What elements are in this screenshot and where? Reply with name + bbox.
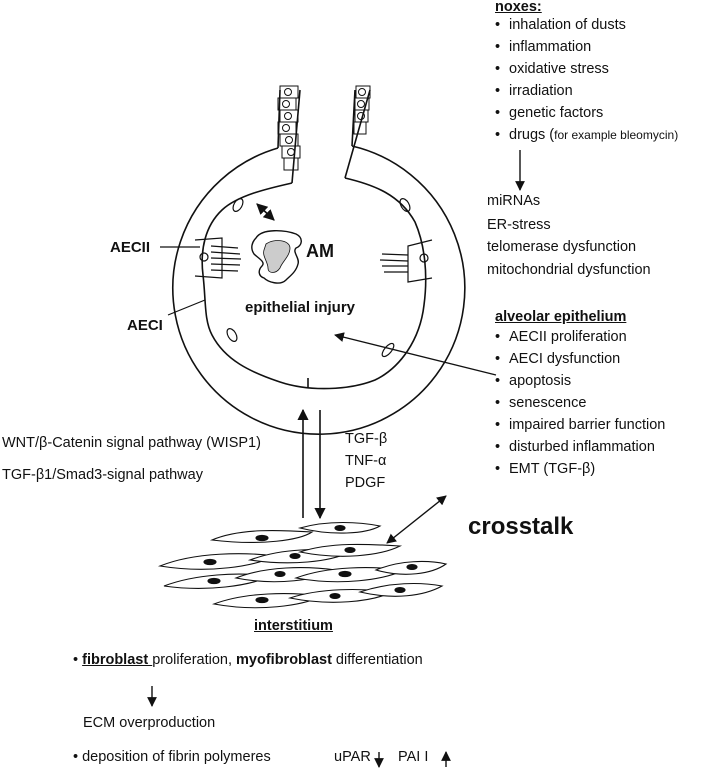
bronchiole-cells-left	[277, 85, 301, 171]
fibrin-deposition-line: • deposition of fibrin polymeres	[73, 750, 271, 765]
mechanism-mirnas: miRNAs	[487, 193, 541, 209]
fibrin-text: deposition of fibrin polymeres	[82, 749, 271, 765]
bullet: •	[73, 749, 83, 765]
mechanism-mitochondrial: mitochondrial dysfunction	[487, 262, 651, 278]
epithelium-item: EMT (TGF-β)	[495, 458, 665, 480]
proliferation-text: proliferation,	[152, 652, 237, 668]
interstitium-heading: interstitium	[254, 618, 333, 634]
epithelium-item: AECII proliferation	[495, 326, 665, 348]
aeci-nuclei	[226, 198, 411, 358]
alveolus	[172, 89, 466, 435]
noxes-item-drugs: drugs (for example bleomycin)	[495, 124, 678, 146]
epithelium-item: impaired barrier function	[495, 414, 665, 436]
myofibroblast-term: myofibroblast	[236, 652, 332, 668]
epithelium-item: disturbed inflammation	[495, 436, 665, 458]
mechanism-er-stress: ER-stress	[487, 217, 551, 233]
alveolar-epithelium-heading: alveolar epithelium	[495, 309, 627, 325]
drugs-example: for example bleomycin	[554, 128, 675, 142]
differentiation-text: differentiation	[331, 652, 423, 668]
drugs-suffix: )	[674, 128, 679, 142]
fibroblast-cluster	[157, 521, 448, 609]
noxes-item: inhalation of dusts	[495, 14, 678, 36]
am-label: AM	[306, 241, 334, 261]
factor-pdgf: PDGF	[345, 475, 386, 491]
alveolus-inner-wall	[201, 177, 427, 390]
noxes-item: oxidative stress	[495, 58, 678, 80]
noxes-item: genetic factors	[495, 102, 678, 124]
epithelium-arrow	[334, 332, 497, 376]
aecii-cell-left	[194, 237, 242, 279]
epithelium-item: senescence	[495, 392, 665, 414]
mechanism-telomerase: telomerase dysfunction	[487, 239, 637, 255]
interstitium-line-fibroblast: • fibroblast proliferation, myofibroblas…	[73, 653, 423, 668]
factor-tnf-alpha: TNF-α	[345, 453, 387, 469]
epithelium-item: AECI dysfunction	[495, 348, 665, 370]
fibroblast-term: fibroblast	[82, 652, 153, 668]
epithelial-injury-label: epithelial injury	[245, 299, 356, 316]
alveolus-outer-wall	[172, 145, 466, 435]
aeci-pointer-line	[167, 299, 206, 316]
drugs-prefix: drugs (	[509, 127, 555, 143]
alveolar-macrophage	[251, 230, 302, 284]
ecm-overproduction: ECM overproduction	[83, 715, 216, 731]
noxes-item: inflammation	[495, 36, 678, 58]
crosstalk-label: crosstalk	[468, 513, 574, 540]
pai-label: PAI I	[398, 749, 429, 765]
noxes-heading: noxes:	[495, 0, 542, 15]
bullet: •	[73, 652, 83, 668]
aecii-cell-right	[379, 239, 433, 283]
macrophage-epithelium-arrow	[256, 203, 275, 221]
crosstalk-arrow	[386, 495, 447, 544]
alveolar-epithelium-list: AECII proliferation AECI dysfunction apo…	[495, 326, 665, 480]
epithelium-item: apoptosis	[495, 370, 665, 392]
pathway-tgf: TGF-β1/Smad3-signal pathway	[2, 467, 203, 483]
aeci-label: AECI	[127, 317, 163, 334]
noxes-list: inhalation of dusts inflammation oxidati…	[495, 14, 678, 146]
upar-label: uPAR	[334, 749, 371, 765]
noxes-item: irradiation	[495, 80, 678, 102]
pathway-wnt: WNT/β-Catenin signal pathway (WISP1)	[2, 435, 261, 451]
factor-tgf-beta: TGF-β	[345, 431, 388, 447]
aecii-label: AECII	[110, 239, 151, 256]
bronchiole-cells-right	[353, 85, 371, 135]
